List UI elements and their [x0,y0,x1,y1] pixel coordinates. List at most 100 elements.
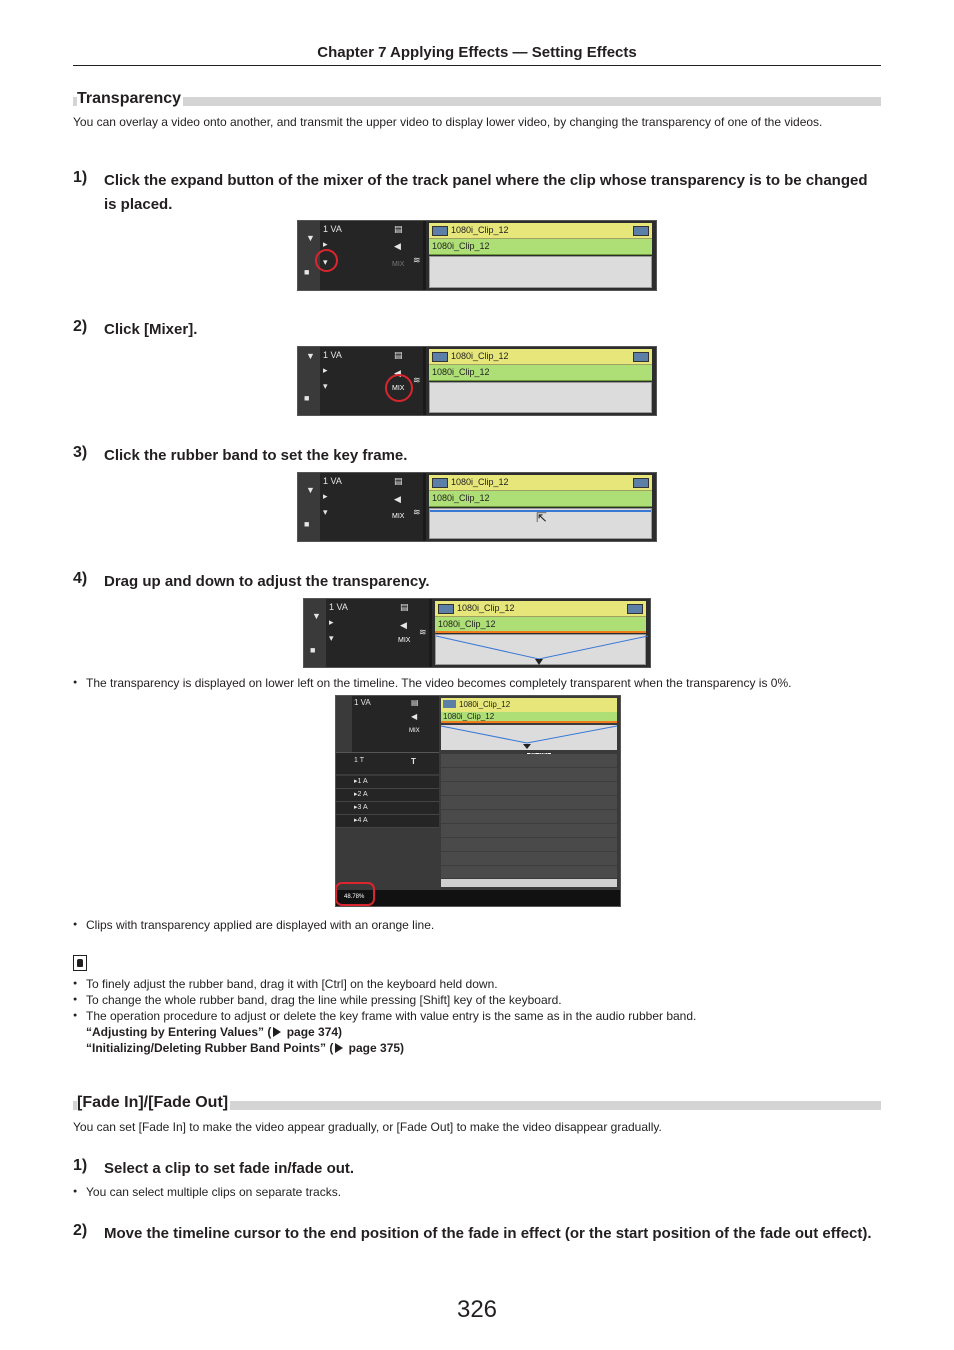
track-label: 1 VA [323,224,342,234]
sync-icon: ▼ [306,233,315,243]
mix-button[interactable]: MIX [409,728,420,734]
audio-clip[interactable]: 1080i_Clip_12 [441,712,617,723]
mix-button[interactable]: MIX [392,513,405,520]
page-arrow-icon [335,1043,344,1053]
highlight-circle [385,374,413,402]
lock-icon: ■ [310,645,316,655]
clip-thumbnail-icon [627,604,643,614]
audio-clip[interactable]: 1080i_Clip_12 [435,617,646,633]
rubber-band-line[interactable] [430,510,651,512]
horizontal-scrollbar[interactable] [441,879,617,887]
video-monitor-icon[interactable]: ▤ [394,224,403,234]
clip-thumbnail-icon [432,478,448,488]
video-monitor-icon[interactable]: ▤ [394,476,403,486]
step-number: 2) [73,318,88,335]
mixer-area[interactable] [441,725,617,750]
timeline-tracks-area[interactable] [441,754,617,878]
note-icon [73,955,87,971]
clip-thumbnail-icon [432,352,448,362]
sync-icon: ▼ [312,611,321,621]
mixer-expand-button[interactable]: ▾ [323,507,328,517]
audio-clip[interactable]: 1080i_Clip_12 [429,365,652,381]
audio-clip[interactable]: 1080i_Clip_12 [429,491,652,507]
track-panel: ▼ ■ 1 VA ▸ ▾ ▤ ◀ MIX ≋ [298,347,426,415]
speaker-icon[interactable]: ◀ [394,241,401,251]
fade-intro: You can set [Fade In] to make the video … [73,1120,662,1134]
audio-track-row[interactable]: ▸2 A [336,789,439,802]
rubber-band-line[interactable] [436,635,648,660]
lock-icon: ■ [304,519,310,529]
step-text: Select a clip to set fade in/fade out. [104,1160,355,1177]
mixer-area[interactable] [435,634,648,668]
track-label: 1 VA [323,476,342,486]
expand-arrow-icon[interactable]: ▸ [329,617,334,627]
video-monitor-icon[interactable]: ▤ [411,698,419,707]
audio-track-row[interactable]: ▸3 A [336,802,439,815]
section-title: [Fade In]/[Fade Out] [77,1094,231,1111]
step-number: 4) [73,570,88,587]
lock-icon: ■ [304,267,310,277]
audio-clip[interactable]: 1080i_Clip_12 [429,239,652,255]
section-heading-transparency: Transparency [73,90,881,107]
video-clip[interactable]: 1080i_Clip_12 [429,223,652,239]
video-monitor-icon[interactable]: ▤ [394,350,403,360]
clip-thumbnail-icon [633,478,649,488]
speaker-icon[interactable]: ◀ [400,620,407,630]
highlight-box [336,882,375,906]
rubber-band-graph[interactable] [441,725,617,750]
expand-arrow-icon[interactable]: ▸ [323,365,328,375]
rubber-band-graph[interactable] [436,635,648,668]
mixer-expand-button[interactable]: ▾ [329,633,334,643]
clip-thumbnail-icon [633,352,649,362]
status-bar: 48.78% [336,890,620,906]
track-panel: ▼ ■ 1 VA ▸ ▾ ▤ ◀ MIX ≋ [304,599,432,667]
rubber-band-icon[interactable]: ≋ [413,507,421,517]
screenshot-track-panel-2: ▼ ■ 1 VA ▸ ▾ ▤ ◀ MIX ≋ 1080i_Clip_12 108… [297,346,657,416]
step-number: 1) [73,169,88,186]
audio-track-list: ▸1 A ▸2 A ▸3 A ▸4 A [336,776,439,828]
note-item: The operation procedure to adjust or del… [73,1008,873,1024]
sync-icon: ▼ [306,485,315,495]
transparency-intro: You can overlay a video onto another, an… [73,115,823,129]
track-label: 1 T [354,757,364,764]
clip-thumbnail-icon [633,226,649,236]
speaker-icon[interactable]: ◀ [411,712,418,721]
screenshot-track-panel-4: ▼ ■ 1 VA ▸ ▾ ▤ ◀ MIX ≋ 1080i_Clip_12 108… [303,598,651,668]
step-number: 2) [73,1222,88,1239]
reference-link[interactable]: “Initializing/Deleting Rubber Band Point… [86,1041,405,1055]
speaker-icon[interactable]: ◀ [394,368,401,378]
track-panel: 1 VA ▤ ◀ MIX [336,696,439,752]
audio-track-row[interactable]: ▸1 A [336,776,439,789]
expand-arrow-icon[interactable]: ▸ [323,239,328,249]
step-text: Move the timeline cursor to the end posi… [104,1225,872,1242]
screenshot-timeline: 1 VA ▤ ◀ MIX 1080i_Clip_12 1080i_Clip_12… [335,695,621,907]
mixer-area[interactable] [429,256,652,288]
bullet-item: The transparency is displayed on lower l… [73,675,873,691]
video-clip[interactable]: 1080i_Clip_12 [441,698,617,712]
rubber-band-icon[interactable]: ≋ [413,375,421,385]
video-clip[interactable]: 1080i_Clip_12 [429,349,652,365]
mix-button[interactable]: MIX [392,261,405,268]
track-label: 1 VA [354,698,371,707]
highlight-circle [315,249,338,272]
video-clip[interactable]: 1080i_Clip_12 [435,601,646,617]
reference-link[interactable]: “Adjusting by Entering Values” ( page 37… [86,1025,343,1039]
video-clip[interactable]: 1080i_Clip_12 [429,475,652,491]
video-monitor-icon[interactable]: ▤ [400,602,409,612]
pointer-cursor-icon: ⇱ [536,510,547,525]
clip-thumbnail-icon [443,700,456,708]
mixer-area[interactable] [429,382,652,413]
rubber-band-line[interactable] [441,725,617,744]
clip-thumbnail-icon [432,226,448,236]
key-frame-marker[interactable] [535,659,543,665]
mix-button[interactable]: MIX [398,637,411,644]
screenshot-track-panel-3: ▼ ■ 1 VA ▸ ▾ ▤ ◀ MIX ≋ 1080i_Clip_12 108… [297,472,657,542]
rubber-band-icon[interactable]: ≋ [419,627,427,637]
expand-arrow-icon[interactable]: ▸ [323,491,328,501]
key-frame-marker[interactable] [523,744,531,749]
audio-track-row[interactable]: ▸4 A [336,815,439,828]
mixer-expand-button[interactable]: ▾ [323,381,328,391]
mixer-area[interactable]: ⇱ [429,508,652,539]
speaker-icon[interactable]: ◀ [394,494,401,504]
rubber-band-icon[interactable]: ≋ [413,255,421,265]
